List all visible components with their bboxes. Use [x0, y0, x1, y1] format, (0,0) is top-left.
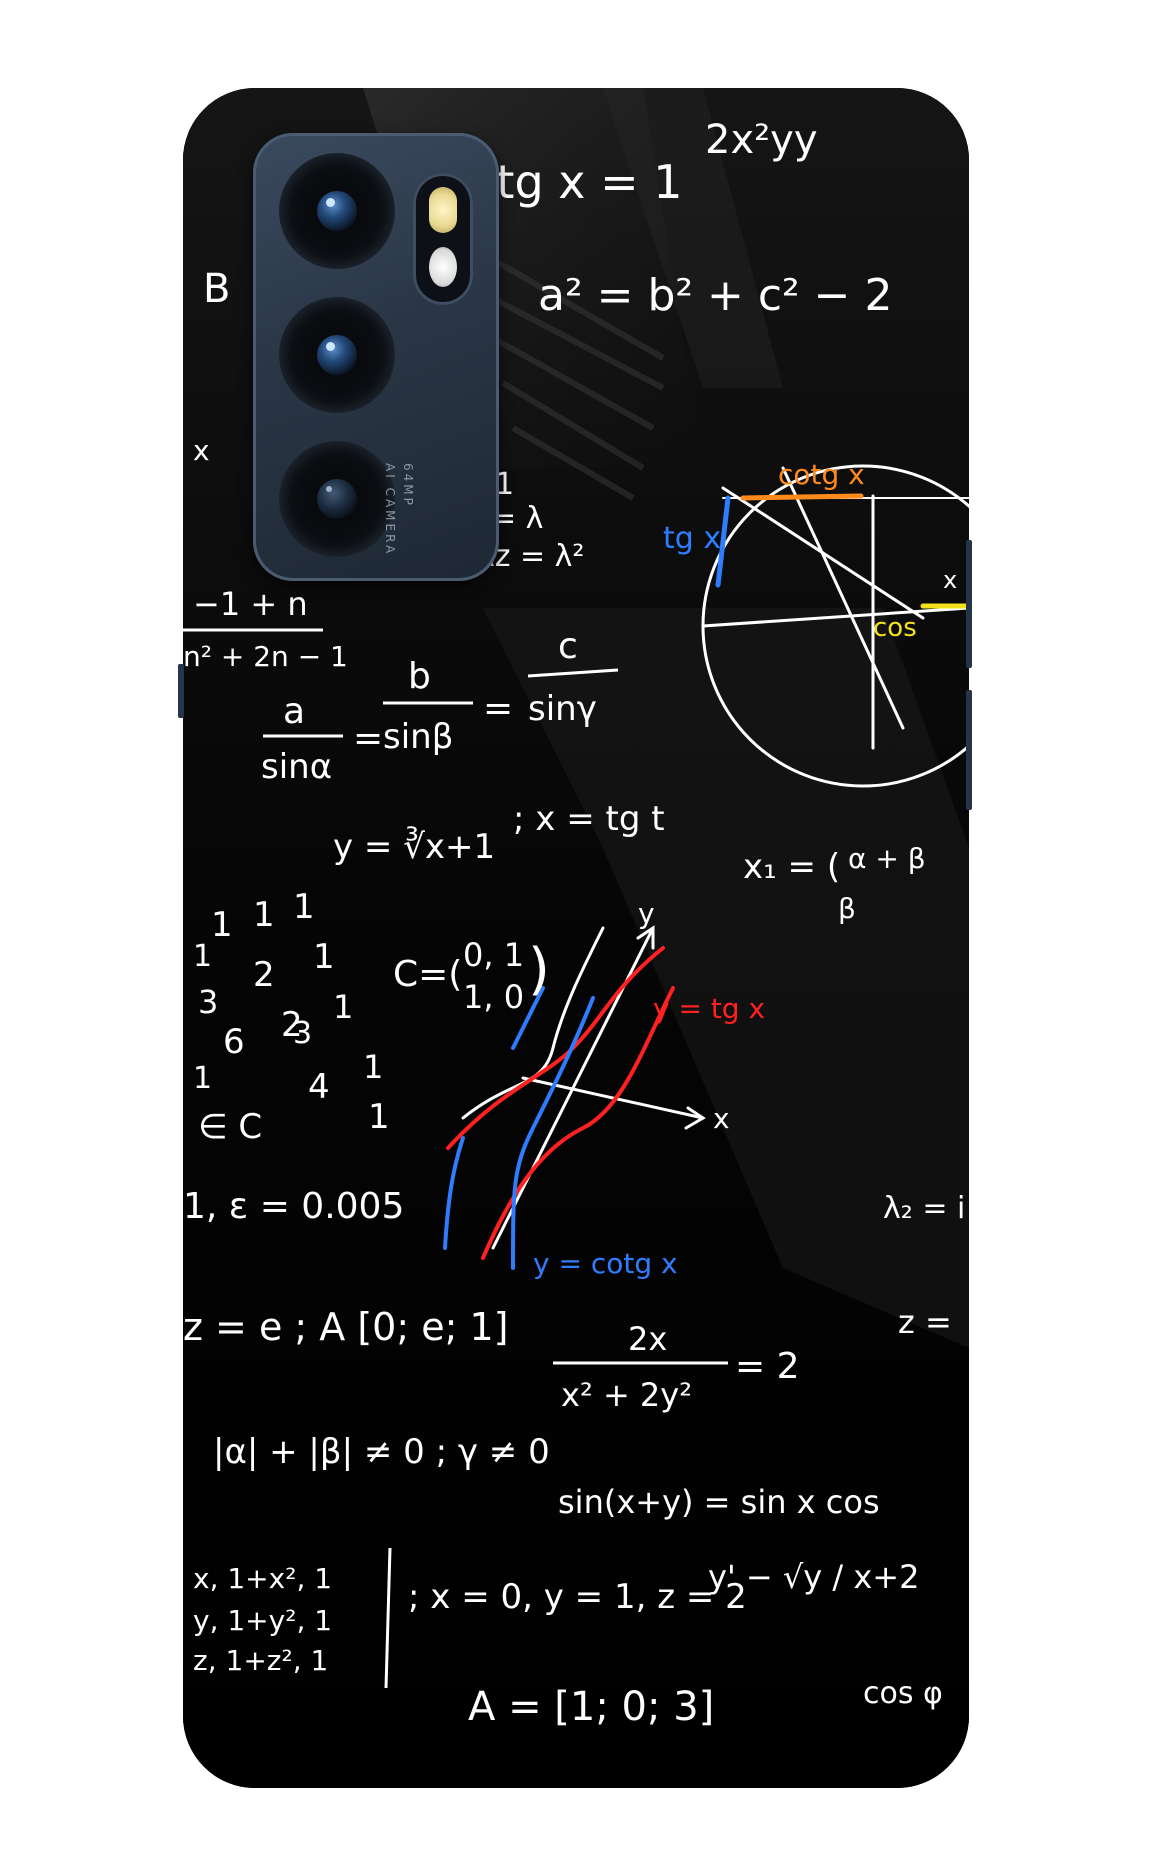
phone-case-back: cotg x tg x cos x y y = tg x x y = cotg …: [183, 88, 969, 1788]
svg-text:1: 1: [313, 937, 335, 977]
formula-alpha-beta: α + β: [848, 842, 926, 875]
sines-c-num: c: [558, 626, 578, 667]
label-tgx: tg x: [663, 521, 721, 556]
scattered-digits: 1 1 1 1 2 1 3 2 1 6 3 4 1 1 1: [193, 887, 390, 1137]
formula-b-left: B: [203, 266, 230, 312]
svg-text:=: =: [353, 718, 383, 759]
glare-reflection: [483, 608, 969, 1348]
formula-determinant: x, 1+x², 1 y, 1+y², 1 z, 1+z², 1: [193, 1547, 392, 1689]
formula-x1: x₁ = (: [743, 847, 840, 887]
glare-reflection: [603, 88, 783, 388]
formula-y-prime: y' − √y / x+2: [708, 1558, 919, 1596]
svg-text:1: 1: [333, 988, 353, 1026]
svg-text:1: 1: [293, 887, 315, 927]
svg-text:2: 2: [281, 1005, 303, 1045]
camera-label-ai: AI CAMERA: [383, 463, 397, 557]
sensor-icon: [429, 247, 457, 287]
side-button-right: [966, 690, 972, 810]
formula-z-e-matrix: z = e ; A [0; e; 1]: [183, 1305, 509, 1349]
svg-text:1: 1: [193, 939, 212, 974]
svg-text:1: 1: [363, 1048, 383, 1086]
camera-label: 64MP AI CAMERA: [381, 463, 417, 556]
formula-z-eq-right: z =: [898, 1303, 952, 1341]
svg-text:4: 4: [308, 1067, 330, 1107]
formula-n2-plus-2n: n² + 2n − 1: [183, 640, 348, 673]
chalkboard-math-print: cotg x tg x cos x y y = tg x x y = cotg …: [183, 88, 969, 1788]
svg-text:3: 3: [293, 1016, 312, 1051]
det-row-3: z, 1+z², 1: [193, 1644, 328, 1677]
svg-text:C=(: C=(: [393, 954, 462, 995]
formula-x-tg-t: ; x = tg t: [513, 799, 665, 839]
tan-cot-graph: [443, 925, 706, 1270]
svg-text:3: 3: [198, 983, 218, 1021]
sines-a-num: a: [283, 691, 305, 732]
svg-text:): ): [528, 937, 550, 1002]
flash-unit: [413, 173, 473, 305]
label-cos: cos: [873, 613, 917, 643]
flash-icon: [429, 187, 457, 233]
label-cotgx: cotg x: [778, 458, 865, 491]
formula-x-left: x: [193, 434, 210, 467]
camera-module: 64MP AI CAMERA: [253, 133, 499, 581]
formula-minus1-plus-n: −1 + n: [193, 585, 308, 623]
formula-lambda2: λ₂ = i: [883, 1191, 965, 1226]
sines-b-num: b: [408, 656, 431, 697]
svg-text:=: =: [483, 688, 513, 729]
sines-a-den: sinα: [261, 747, 332, 787]
camera-lens: [279, 153, 395, 269]
formula-epsilon: 1, ε = 0.005: [183, 1186, 404, 1227]
svg-text:1, 0: 1, 0: [463, 978, 524, 1016]
sines-b-den: sinβ: [383, 717, 453, 757]
formula-cos-phi: cos φ: [863, 1676, 943, 1711]
formula-2x2yy: 2x²yy: [705, 117, 818, 163]
camera-lens: [279, 297, 395, 413]
label-x-axis-circle: x: [943, 566, 957, 594]
formula-law-of-cosines: a² = b² + c² − 2: [538, 270, 893, 321]
formula-x0-y1-z2: ; x = 0, y = 1, z = 2: [408, 1577, 747, 1617]
fraction-num: 2x: [628, 1320, 667, 1358]
side-button-left: [178, 664, 184, 718]
formula-cube-root: y = ∛x+1: [333, 826, 495, 867]
formula-beta: β: [838, 892, 856, 925]
camera-label-mp: 64MP: [401, 463, 415, 508]
det-row-1: x, 1+x², 1: [193, 1562, 332, 1595]
glare-stripes: [471, 245, 665, 501]
formula-a-vector: A = [1; 0; 3]: [468, 1684, 714, 1730]
label-x-axis-graph: x: [713, 1102, 730, 1135]
svg-text:2: 2: [253, 955, 275, 995]
fraction-rhs: = 2: [735, 1346, 800, 1387]
label-y-cotgx: y = cotg x: [533, 1247, 678, 1280]
svg-text:1: 1: [193, 1061, 212, 1096]
formula-2x-fraction: 2x x² + 2y² = 2: [553, 1320, 800, 1414]
fraction-den: x² + 2y²: [561, 1376, 692, 1414]
formula-law-of-sines: a sinα = b sinβ = c sinγ: [261, 626, 619, 787]
formula-matrix-c: C=( 0, 1 1, 0 ): [393, 936, 550, 1016]
label-y-tgx: y = tg x: [653, 992, 765, 1025]
svg-text:0, 1: 0, 1: [463, 936, 524, 974]
camera-lens: [279, 441, 395, 557]
svg-text:6: 6: [223, 1022, 245, 1062]
side-button-right: [966, 540, 972, 668]
formula-alpha-beta-gamma: |α| + |β| ≠ 0 ; γ ≠ 0: [213, 1432, 550, 1472]
det-row-2: y, 1+y², 1: [193, 1604, 332, 1637]
unit-circle-diagram: [701, 464, 969, 788]
svg-text:1: 1: [253, 895, 275, 935]
label-y-axis: y: [638, 897, 655, 930]
svg-text:1: 1: [211, 905, 233, 945]
svg-text:1: 1: [368, 1097, 390, 1137]
formula-in-c: ∈ C: [198, 1107, 262, 1147]
sines-c-den: sinγ: [528, 689, 597, 729]
formula-sin-sum: sin(x+y) = sin x cos: [558, 1483, 880, 1521]
